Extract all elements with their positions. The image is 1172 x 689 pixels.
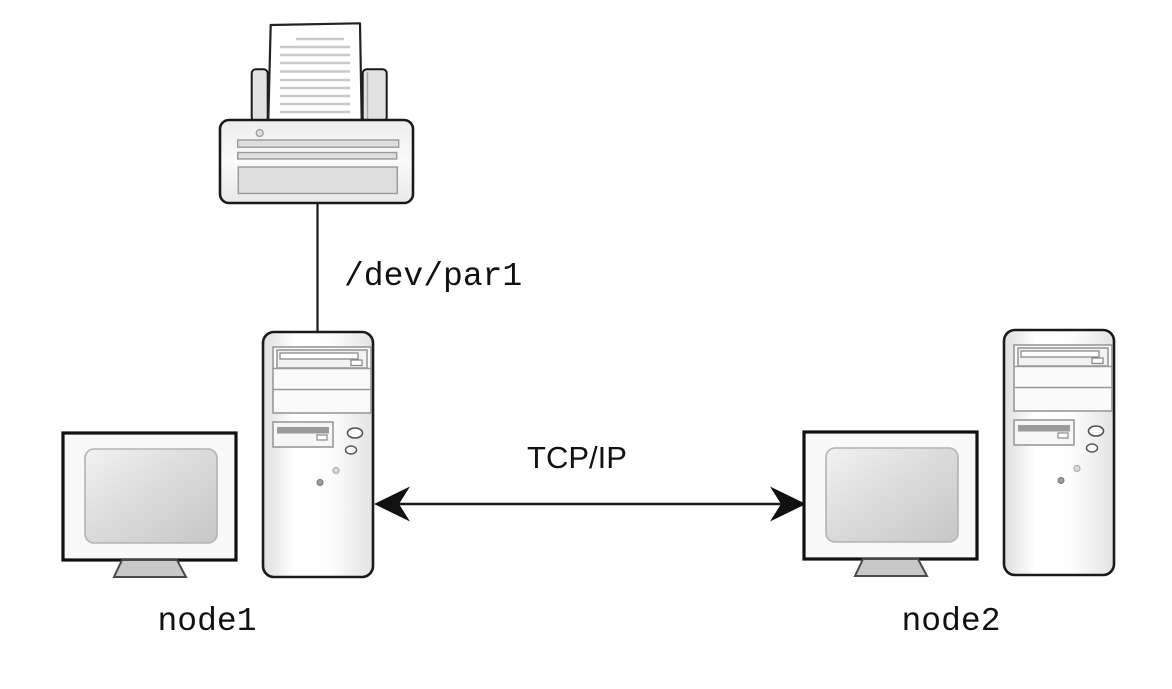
node2-label: node2 — [901, 603, 1001, 640]
network-protocol-label: TCP/IP — [527, 440, 627, 475]
tcpip-link-arrow — [374, 486, 806, 522]
arrowhead-right — [770, 486, 806, 522]
printer-output-slot — [237, 139, 400, 148]
printer-port-label: /dev/par1 — [344, 258, 523, 295]
printer-icon — [218, 22, 415, 205]
printer-slot — [237, 151, 398, 160]
monitor-icon-node2 — [802, 430, 979, 578]
computer-tower-icon-node1 — [261, 330, 375, 579]
monitor-icon-node1 — [61, 431, 238, 579]
computer-tower-icon-node2 — [1002, 328, 1116, 577]
paper-tray-flap-right — [361, 68, 388, 123]
printer-power-led — [255, 128, 264, 138]
printer-paper-tray — [237, 166, 398, 195]
paper-tray-flap-left — [250, 68, 269, 123]
printed-page-text-lines — [280, 37, 350, 114]
arrowhead-left — [374, 486, 410, 522]
node1-label: node1 — [157, 603, 257, 640]
